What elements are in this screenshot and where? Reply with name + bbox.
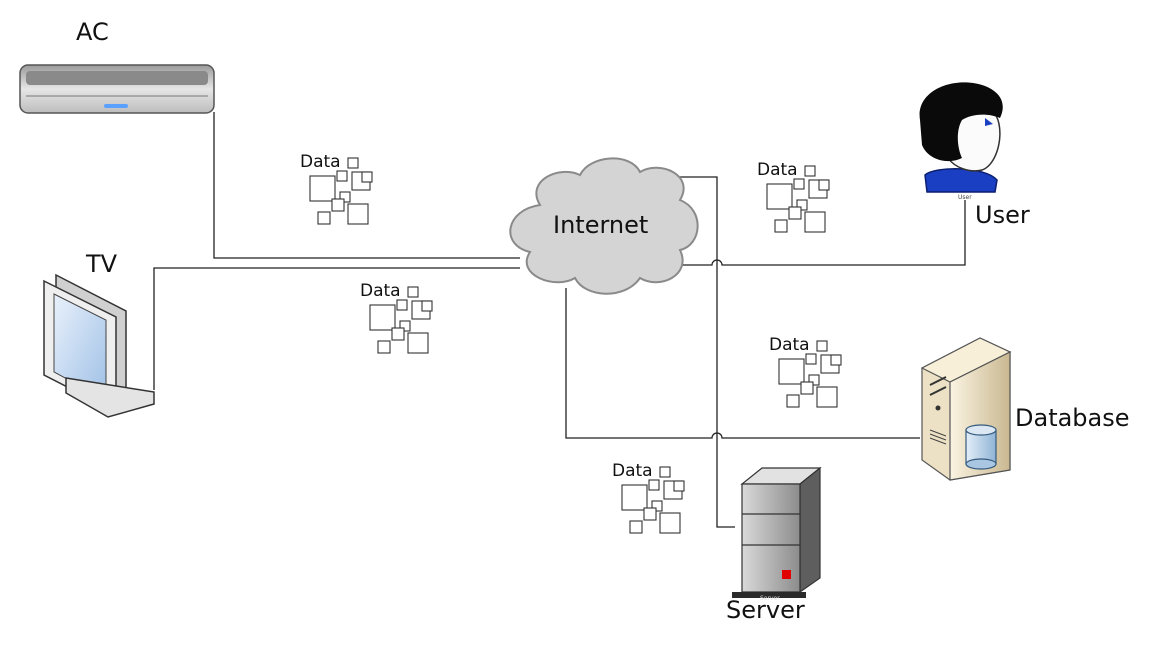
- user-icon-caption: User: [958, 194, 972, 201]
- internet-cloud-icon: [509, 157, 699, 295]
- data-packet-label: Data: [360, 281, 401, 301]
- data-packet-square: [309, 175, 336, 202]
- server-label: Server: [726, 596, 805, 624]
- internet-label: Internet: [553, 211, 649, 239]
- tv-icon: [43, 273, 155, 418]
- data-packet-square: [659, 466, 671, 478]
- database-label: Database: [1015, 404, 1130, 432]
- link-internet-database: [565, 288, 920, 439]
- data-packet-square: [331, 198, 345, 212]
- data-packet-square: [818, 179, 830, 191]
- tv-label: TV: [86, 250, 118, 278]
- data-packet-square: [808, 374, 820, 386]
- data-packet-square: [629, 520, 643, 534]
- data-packet-square: [391, 327, 405, 341]
- data-packet-square: [399, 320, 411, 332]
- data-packet-square: [673, 480, 685, 492]
- data-packet-square: [816, 340, 828, 352]
- database-icon: [920, 337, 1012, 481]
- data-packet-square: [317, 211, 331, 225]
- data-packet-square: [800, 381, 814, 395]
- data-packet-square: [643, 507, 657, 521]
- data-packet-label: Data: [769, 335, 810, 355]
- data-packet-square: [774, 219, 788, 233]
- link-internet-server: [655, 176, 735, 528]
- data-packet-square: [396, 299, 408, 311]
- data-packet-square: [347, 157, 359, 169]
- data-packet-square: [407, 286, 419, 298]
- ac-label: AC: [76, 18, 109, 46]
- data-packet-square: [421, 300, 433, 312]
- data-packet-square: [336, 170, 348, 182]
- data-packet-square: [778, 358, 805, 385]
- data-packet-square: [339, 191, 351, 203]
- server-icon: [732, 466, 822, 598]
- user-label: User: [975, 201, 1030, 229]
- data-packet-square: [805, 353, 817, 365]
- data-packet-label: Data: [757, 160, 798, 180]
- data-packet-square: [786, 394, 800, 408]
- data-packet-square: [407, 332, 429, 354]
- user-avatar-icon: [919, 82, 1003, 193]
- data-packet-square: [621, 484, 648, 511]
- data-packet-label: Data: [612, 461, 653, 481]
- data-packet-square: [361, 171, 373, 183]
- data-packet-square: [793, 178, 805, 190]
- data-packet-square: [347, 203, 369, 225]
- link-ac-internet: [213, 112, 520, 259]
- link-tv-internet: [153, 267, 520, 390]
- data-packet-square: [369, 304, 396, 331]
- server-icon-caption: Server: [760, 595, 780, 602]
- data-packets: [309, 157, 842, 534]
- data-packet-label: Data: [300, 152, 341, 172]
- ac-unit-icon: [19, 64, 215, 114]
- data-packet-square: [651, 500, 663, 512]
- data-packet-square: [648, 479, 660, 491]
- data-packet-square: [804, 211, 826, 233]
- connection-lines: [153, 112, 966, 528]
- data-packet-square: [816, 386, 838, 408]
- data-packet-square: [796, 199, 808, 211]
- data-packet-square: [377, 340, 391, 354]
- data-packet-square: [659, 512, 681, 534]
- data-packet-square: [788, 206, 802, 220]
- data-packet-square: [766, 183, 793, 210]
- data-packet-square: [830, 354, 842, 366]
- link-internet-user: [672, 200, 966, 266]
- data-packet-square: [804, 165, 816, 177]
